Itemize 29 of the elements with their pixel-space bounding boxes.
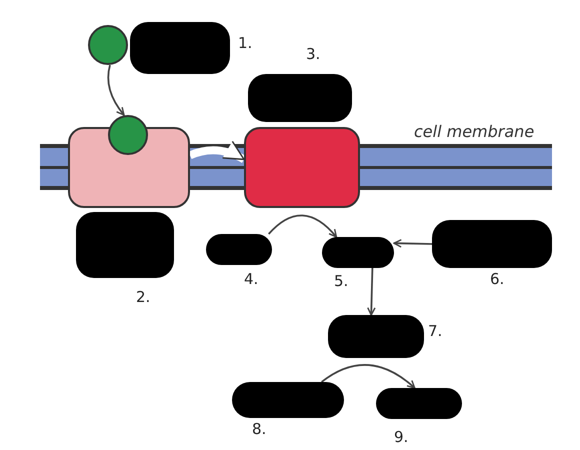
membrane-label: cell membrane	[414, 122, 534, 141]
redaction-blot	[130, 22, 230, 74]
redaction-blot	[376, 388, 462, 419]
receptor-box	[68, 127, 190, 208]
arrow	[321, 364, 416, 389]
redaction-blot	[248, 74, 352, 122]
redaction-blot	[328, 315, 424, 358]
callout-number: 8.	[252, 420, 266, 438]
callout-number: 5.	[334, 272, 348, 290]
arrow	[268, 214, 338, 238]
ligand-circle	[88, 25, 128, 65]
callout-number: 6.	[490, 270, 504, 288]
callout-number: 2.	[136, 288, 150, 306]
redaction-blot	[432, 220, 552, 268]
callout-number: 7.	[428, 322, 442, 340]
arrow	[107, 64, 125, 116]
receptor-box	[244, 127, 360, 208]
redaction-blot	[76, 212, 174, 278]
callout-number: 3.	[306, 45, 320, 63]
redaction-blot	[232, 382, 344, 418]
callout-number: 1.	[238, 34, 252, 52]
callout-number: 9.	[394, 428, 408, 446]
redaction-blot	[322, 237, 394, 268]
arrow	[367, 268, 376, 316]
block-arrow	[188, 141, 246, 163]
callout-number: 4.	[244, 270, 258, 288]
arrow	[393, 239, 432, 248]
redaction-blot	[206, 234, 272, 265]
ligand-circle	[108, 115, 148, 155]
